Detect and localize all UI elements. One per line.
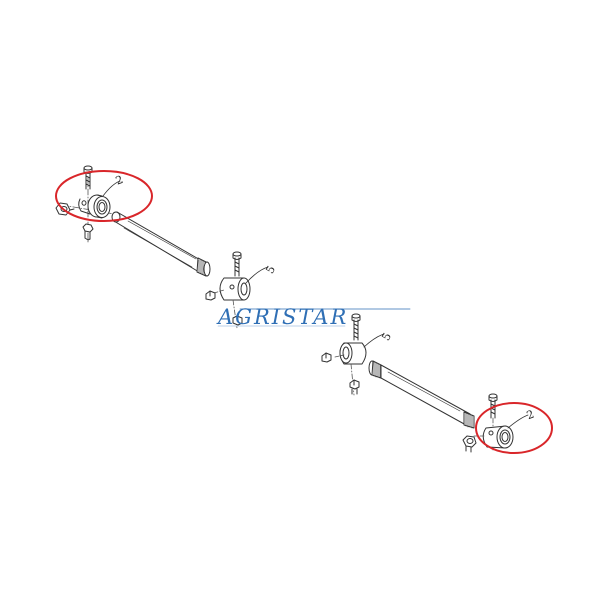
left-bushing-leader <box>102 180 121 197</box>
left-bushing <box>78 194 111 219</box>
right-bracket-side-nut <box>321 352 332 363</box>
right-bracket <box>334 313 367 396</box>
left-lower-nut <box>82 223 94 241</box>
right-bushing-highlight <box>475 402 553 454</box>
brand-wordmark: AGRISTAR <box>216 305 348 329</box>
left-bracket-leader <box>245 266 269 284</box>
left-bolt <box>83 165 93 190</box>
callout-label-left-bushing: 2 <box>114 173 125 188</box>
left-axis-centerline <box>61 204 121 216</box>
right-bushing-leader <box>507 414 529 429</box>
right-shaft <box>368 360 475 429</box>
left-bracket-lower-nut <box>232 315 243 326</box>
left-bracket-nut <box>205 290 216 301</box>
right-grease-fitting <box>462 435 477 453</box>
brand-logo <box>217 308 411 327</box>
left-bushing-highlight <box>55 170 153 222</box>
left-shaft <box>111 211 211 277</box>
callout-label-right-bracket: 5 <box>379 330 394 343</box>
right-bracket-leader <box>363 333 385 348</box>
callout-label-left-bracket: 5 <box>263 263 278 276</box>
right-bushing <box>473 425 514 449</box>
right-bracket-lower-nut <box>349 379 360 395</box>
callout-label-right-bushing: 2 <box>525 408 536 423</box>
